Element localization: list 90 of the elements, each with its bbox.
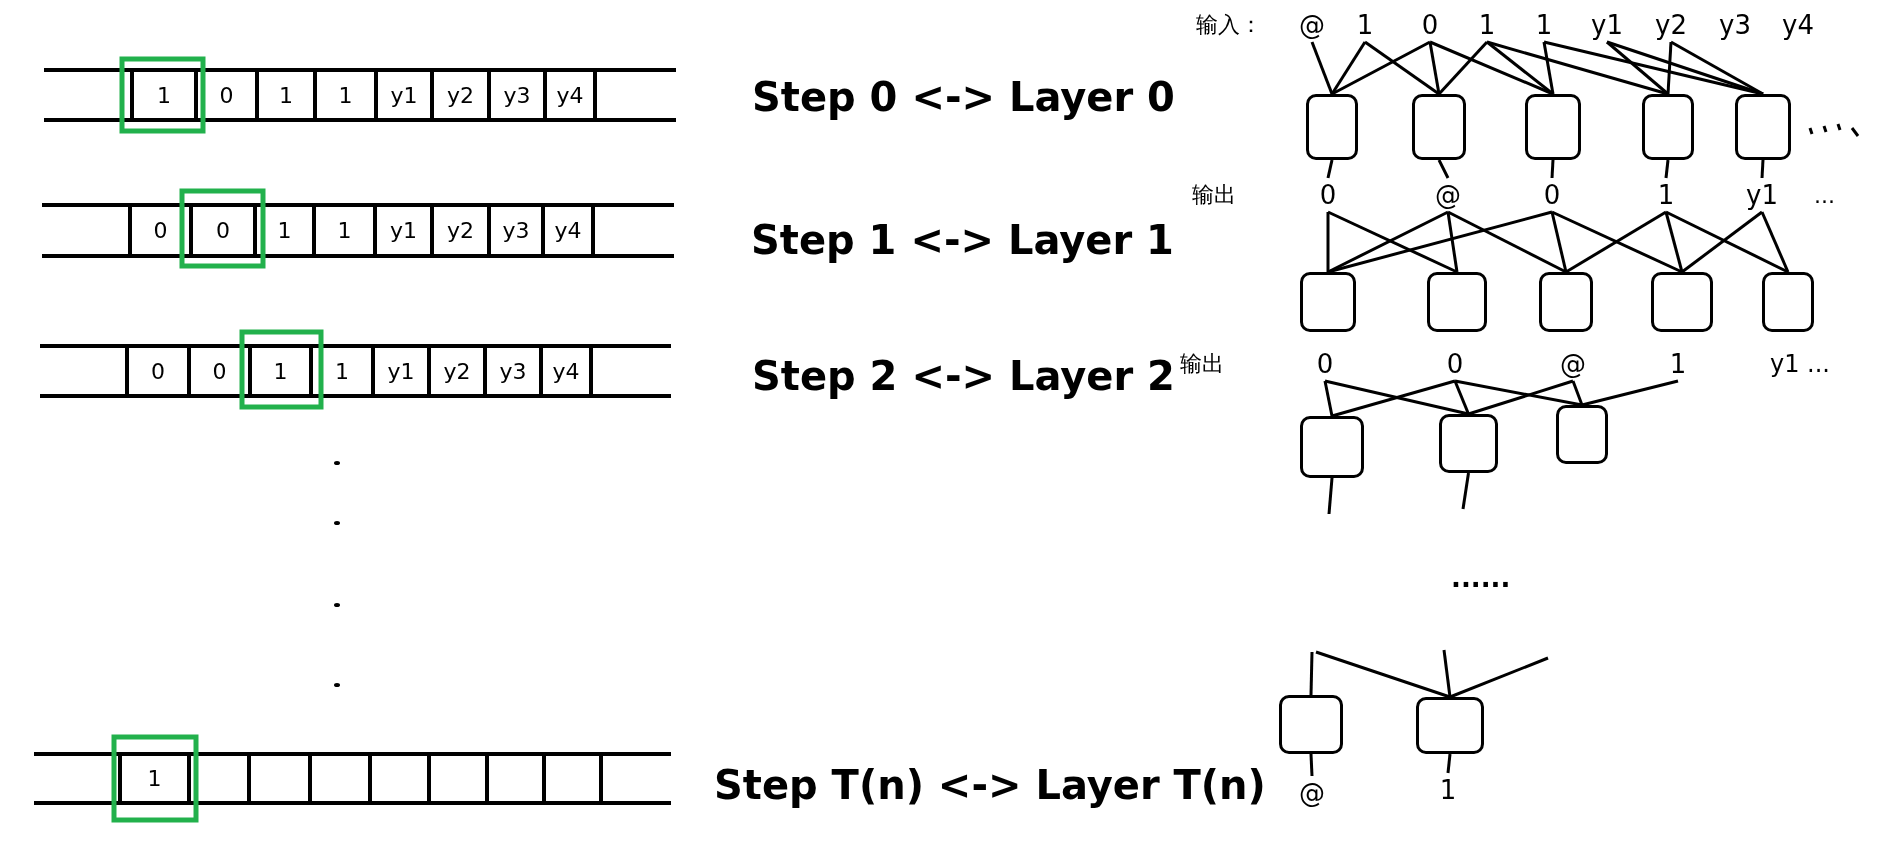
step-layer-label: Step 2 <-> Layer 2 xyxy=(752,353,1175,399)
rounded-box xyxy=(1416,697,1484,754)
symbol-label: 0 xyxy=(1308,178,1348,212)
connector-line xyxy=(1550,159,1555,179)
connector-line xyxy=(1327,477,1334,515)
symbol-label: @ xyxy=(1294,776,1330,810)
symbol-label: 1 xyxy=(1465,8,1509,42)
symbol-label: y2 xyxy=(1649,8,1693,42)
connector-line xyxy=(1449,656,1549,699)
connector-line xyxy=(1760,211,1790,273)
symbol-label: 1 xyxy=(1522,8,1566,42)
connector-line xyxy=(1581,379,1679,407)
rounded-box xyxy=(1556,405,1608,464)
connector-line xyxy=(1666,41,1673,95)
symbol-label: 1 xyxy=(1343,8,1387,42)
output-label: 输出 xyxy=(1180,350,1224,378)
step-layer-label: Step 0 <-> Layer 0 xyxy=(752,74,1175,120)
connector-line xyxy=(1446,753,1452,774)
connector-line xyxy=(1550,211,1568,273)
symbol-label: @ xyxy=(1555,347,1591,381)
symbol-label: 1 xyxy=(1646,178,1686,212)
symbol-label: y1 ... xyxy=(1770,350,1830,378)
ellipsis-text: ...... xyxy=(1451,563,1511,593)
connector-line xyxy=(1310,41,1334,95)
symbol-label: @ xyxy=(1428,178,1468,212)
connector-line xyxy=(1330,41,1367,95)
connector-line xyxy=(1542,41,1555,95)
ellipsis-text: ... xyxy=(1814,182,1835,208)
rounded-box xyxy=(1651,272,1713,332)
connector-line xyxy=(1760,159,1765,179)
rounded-box xyxy=(1427,272,1487,332)
symbol-label: 0 xyxy=(1307,347,1343,381)
symbol-label: 0 xyxy=(1408,8,1452,42)
symbol-label: 1 xyxy=(1660,347,1696,381)
rounded-box xyxy=(1762,272,1814,332)
connector-line xyxy=(1670,40,1764,96)
symbol-label: y3 xyxy=(1713,8,1757,42)
connector-line xyxy=(1681,210,1763,274)
rounded-box xyxy=(1642,94,1694,160)
connector-line xyxy=(1551,210,1683,274)
connector-line xyxy=(1326,212,1330,272)
rounded-box xyxy=(1412,94,1466,160)
connector-line xyxy=(1331,40,1431,96)
step-layer-label: Step T(n) <-> Layer T(n) xyxy=(714,762,1266,808)
connector-line xyxy=(1664,211,1684,273)
symbol-label: 0 xyxy=(1437,347,1473,381)
symbol-label: y1 xyxy=(1585,8,1629,42)
connector-line xyxy=(1571,380,1584,406)
connector-line xyxy=(1461,472,1470,510)
rounded-box xyxy=(1539,272,1593,332)
connector-line xyxy=(1442,649,1452,698)
connector-line xyxy=(1309,651,1314,696)
connector-line xyxy=(1315,650,1451,699)
connector-line xyxy=(1446,211,1459,273)
symbol-label: y1 xyxy=(1742,178,1782,212)
rounded-box xyxy=(1306,94,1358,160)
symbol-label: 1 xyxy=(1430,773,1466,807)
rounded-box xyxy=(1525,94,1581,160)
connector-line xyxy=(1447,210,1567,274)
tape-cell: y4 xyxy=(541,207,595,254)
connector-line xyxy=(1437,41,1489,95)
output-label: 输出 xyxy=(1192,181,1236,209)
connector-line xyxy=(1326,159,1334,179)
connector-line xyxy=(1665,210,1789,274)
connector-line xyxy=(1309,753,1314,777)
connector-line xyxy=(1331,379,1456,418)
rounded-box xyxy=(1735,94,1791,160)
rounded-box xyxy=(1300,416,1364,478)
connector-line xyxy=(1324,379,1469,416)
connector-line xyxy=(1327,210,1553,274)
connector-line xyxy=(1468,379,1574,416)
tape-cell: y4 xyxy=(539,348,593,394)
connector-line xyxy=(1565,210,1667,274)
symbol-label: @ xyxy=(1290,8,1334,42)
symbol-label: y4 xyxy=(1776,8,1820,42)
connector-line xyxy=(1364,40,1440,96)
connector-line xyxy=(1453,380,1470,415)
connector-line xyxy=(1323,380,1334,417)
connector-line xyxy=(1454,379,1583,407)
connector-line xyxy=(1428,41,1441,95)
tape-cell xyxy=(542,756,603,801)
connector-line xyxy=(1437,159,1450,179)
step-layer-label: Step 1 <-> Layer 1 xyxy=(751,217,1174,263)
symbol-label: 0 xyxy=(1532,178,1572,212)
tape-cell: y4 xyxy=(543,72,597,118)
connector-line xyxy=(1664,159,1670,179)
rounded-box xyxy=(1279,695,1343,754)
rounded-box xyxy=(1439,414,1498,473)
input-label: 输入： xyxy=(1196,11,1262,39)
rounded-box xyxy=(1300,272,1356,332)
